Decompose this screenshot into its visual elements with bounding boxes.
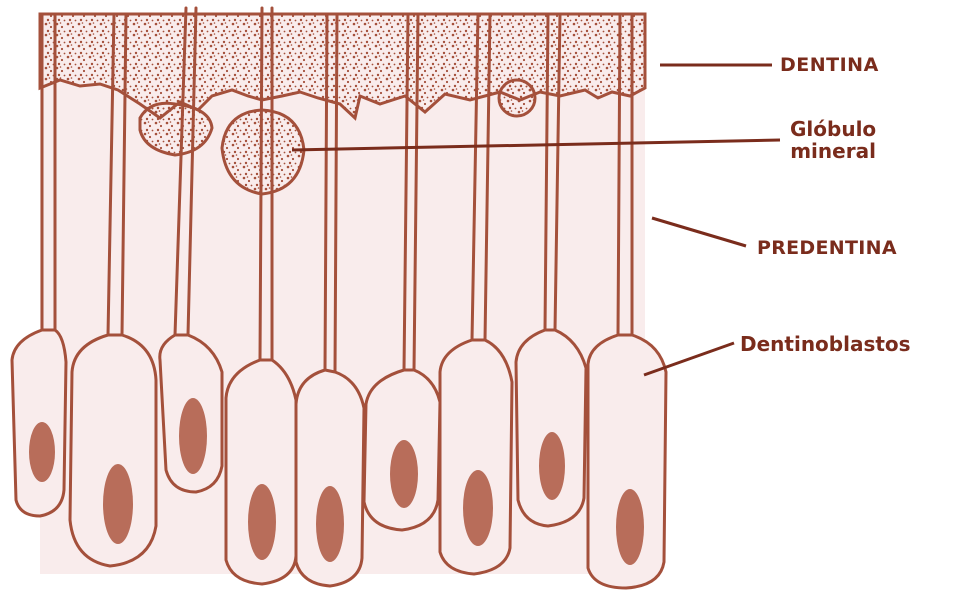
label-globulo-line2: mineral	[790, 140, 876, 162]
label-globulo-line1: Glóbulo	[790, 118, 876, 140]
label-globulo-mineral: Glóbulo mineral	[790, 118, 876, 162]
nucleus-5	[316, 486, 344, 562]
label-dentinoblastos: Dentinoblastos	[740, 333, 911, 355]
globule-mineral	[222, 110, 304, 194]
nucleus-4	[248, 484, 276, 560]
nucleus-6	[390, 440, 418, 508]
leader-predentina	[652, 218, 746, 246]
globule-small-right	[499, 80, 535, 116]
label-predentina: PREDENTINA	[757, 238, 897, 259]
nucleus-2	[103, 464, 133, 544]
label-dentina: DENTINA	[780, 55, 879, 76]
nucleus-1	[29, 422, 55, 482]
nucleus-3	[179, 398, 207, 474]
nucleus-7	[463, 470, 493, 546]
nucleus-8	[539, 432, 565, 500]
nucleus-9	[616, 489, 644, 565]
